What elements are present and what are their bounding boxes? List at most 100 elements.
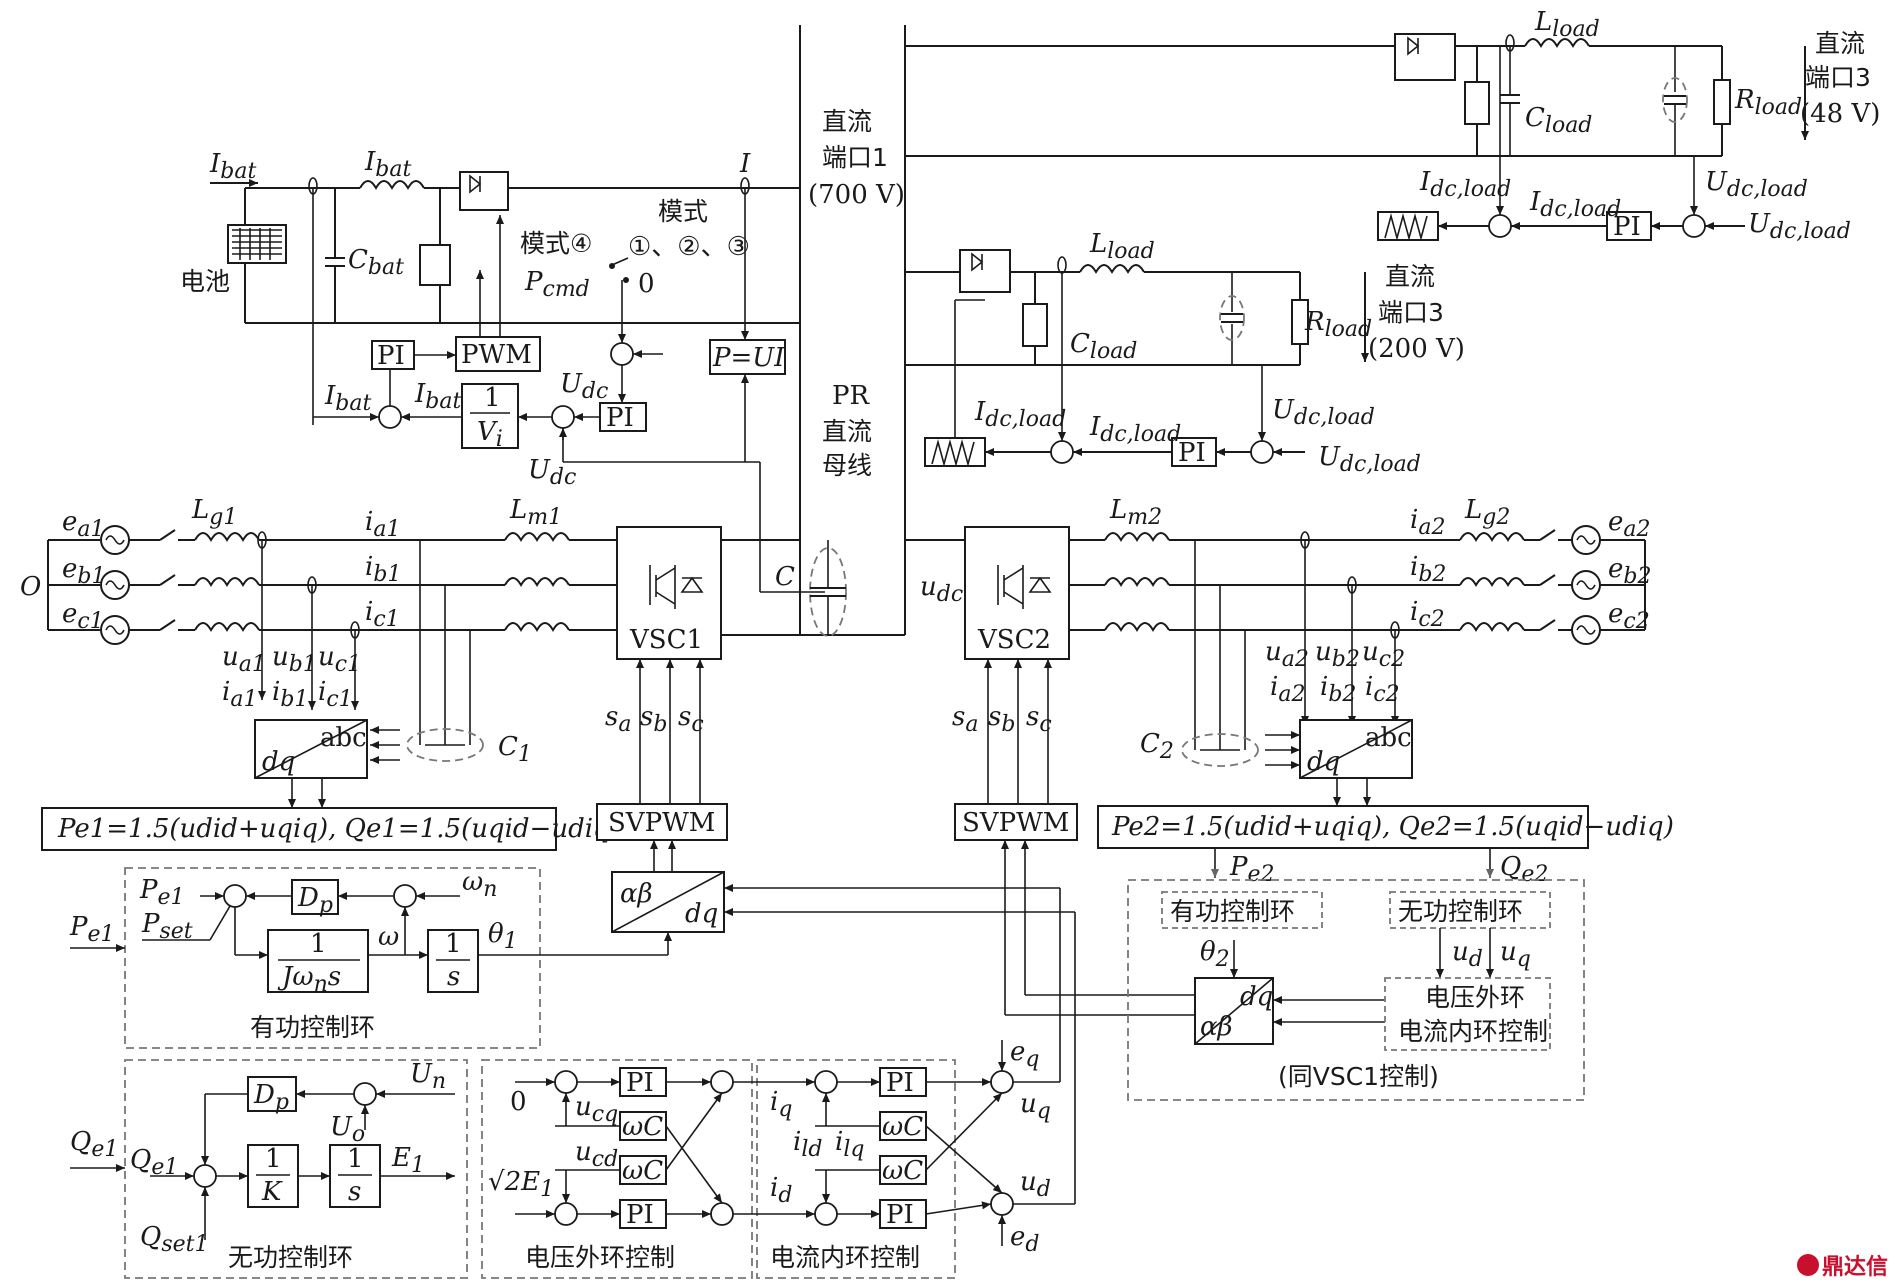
svg-text:Udc,load: Udc,load	[1318, 442, 1421, 477]
svg-text:αβ: αβ	[1200, 1012, 1233, 1042]
svg-text:ia2: ia2	[1410, 505, 1445, 540]
svg-text:Pset: Pset	[141, 909, 193, 944]
svg-text:PI: PI	[626, 1200, 654, 1230]
svg-text:无功控制环: 无功控制环	[1398, 897, 1523, 926]
svg-text:C1: C1	[498, 732, 532, 767]
output-summing: eq ed uq ud	[925, 1037, 1075, 1257]
svg-text:ic2: ic2	[1410, 597, 1445, 632]
svg-text:Qset1: Qset1	[140, 1222, 208, 1257]
load-200v-control: PI Idc,load Idc,load Udc,load Udc,load	[924, 299, 1421, 477]
svg-text:1: 1	[310, 929, 327, 959]
svg-text:有功控制环: 有功控制环	[1170, 897, 1295, 926]
svg-text:ub2: ub2	[1315, 637, 1360, 672]
svg-text:Lload: Lload	[1089, 229, 1155, 264]
svg-text:E1: E1	[391, 1143, 425, 1178]
svg-text:Vi: Vi	[477, 417, 503, 452]
port3-200-line1: 直流	[1385, 262, 1435, 291]
svg-text:ib2: ib2	[1320, 672, 1356, 707]
svg-text:Idc,load: Idc,load	[1419, 167, 1511, 202]
grid2-power-stage: VSC2 udc C2	[905, 525, 1646, 769]
battery-label: 电池	[180, 267, 230, 296]
svg-text:Cload: Cload	[1070, 329, 1137, 364]
svg-text:uq: uq	[1500, 937, 1531, 972]
svg-text:ωC: ωC	[882, 1156, 923, 1186]
svg-text:ed: ed	[1010, 1222, 1039, 1257]
svg-text:Qe2: Qe2	[1500, 852, 1548, 887]
dc-bus: 直流 端口1 (700 V) PR 直流 母线	[799, 25, 906, 635]
svg-text:无功控制环: 无功控制环	[228, 1243, 353, 1272]
svg-text:θ1: θ1	[488, 919, 518, 954]
vsc2-control-area: 有功控制环 无功控制环 ud uq 电压外环 电流内环控制 (同VSC1控制)	[1127, 879, 1585, 1101]
svg-text:Idc,load: Idc,load	[1089, 412, 1181, 447]
svg-text:①、②、③: ①、②、③	[628, 232, 750, 262]
port3-200-line3: (200 V)	[1368, 334, 1465, 364]
svg-text:P=UI: P=UI	[712, 343, 785, 373]
svg-text:ic2: ic2	[1365, 672, 1400, 707]
svg-text:Cload: Cload	[1525, 103, 1592, 138]
port1-line3: (700 V)	[808, 180, 905, 210]
svg-text:Lg2: Lg2	[1464, 495, 1510, 530]
svg-text:I: I	[739, 149, 751, 179]
svg-text:dq: dq	[685, 899, 718, 929]
svg-text:ib1: ib1	[272, 677, 308, 712]
svg-text:(同VSC1控制): (同VSC1控制)	[1278, 1062, 1439, 1091]
svg-text:uc2: uc2	[1362, 637, 1405, 672]
svg-text:PI: PI	[886, 1068, 914, 1098]
svg-text:Ibat: Ibat	[209, 149, 256, 184]
svg-text:电压外环: 电压外环	[1425, 983, 1525, 1012]
svg-text:sa: sa	[605, 702, 631, 737]
svg-text:ua1: ua1	[222, 642, 266, 677]
svg-text:PI: PI	[626, 1068, 654, 1098]
battery-converter: 电池 Ibat Ibat Cbat I	[180, 147, 800, 425]
svg-text:C: C	[775, 562, 795, 592]
svg-text:ia1: ia1	[365, 507, 400, 542]
svg-text:s: s	[348, 1177, 361, 1207]
svg-text:sb: sb	[640, 702, 667, 737]
svg-text:ild: ild	[793, 1127, 822, 1162]
svg-text:Pcmd: Pcmd	[524, 267, 590, 302]
svg-text:1: 1	[265, 1144, 282, 1174]
svg-text:id: id	[770, 1173, 792, 1208]
vsc1-gating: sa sb sc SVPWM αβ dq	[596, 659, 1076, 1204]
grid1-power-stage: O VSC1	[20, 525, 905, 767]
svg-text:ic1: ic1	[365, 597, 400, 632]
svg-text:ω: ω	[378, 922, 399, 952]
svg-text:Idc,load: Idc,load	[1529, 187, 1621, 222]
svg-text:eq: eq	[1010, 1037, 1039, 1072]
vsc1-block	[616, 526, 722, 660]
svg-text:ωC: ωC	[622, 1112, 663, 1142]
svg-text:ud: ud	[1452, 937, 1483, 972]
svg-text:sb: sb	[988, 702, 1015, 737]
svg-text:Idc,load: Idc,load	[974, 397, 1066, 432]
svg-text:Rload: Rload	[1304, 307, 1372, 342]
svg-text:Udc,load: Udc,load	[1748, 209, 1851, 244]
svg-text:ib1: ib1	[365, 552, 401, 587]
svg-text:eb1: eb1	[62, 554, 105, 589]
svg-text:电压外环控制: 电压外环控制	[525, 1243, 675, 1272]
svg-text:Qe1: Qe1	[70, 1127, 118, 1162]
svg-text:Udc,load: Udc,load	[1705, 167, 1808, 202]
active-power-loop: Pe1 Pset Pe1 Dp ωn 1 Jωns ω 1 s θ1 有功控制环	[69, 867, 672, 1049]
svg-text:电流内环控制: 电流内环控制	[1398, 1017, 1548, 1046]
svg-text:鼎达信: 鼎达信	[1822, 1254, 1888, 1280]
svg-text:模式: 模式	[658, 197, 708, 226]
current-inner-loop: PI ωC ωC PI iq id ild ilq 电流内环控制	[733, 1059, 956, 1279]
svg-text:ec2: ec2	[1608, 599, 1650, 634]
svg-text:Pe1=1.5(udid+uqiq), Qe1=1.5(uq: Pe1=1.5(udid+uqiq), Qe1=1.5(uqid−udiq)	[57, 814, 620, 844]
svg-text:Un: Un	[410, 1059, 446, 1094]
grid2-labels: Lm2 Lg2 ia2 ib2 ic2 ea2 eb2 ec2 ua2 ub2 …	[1109, 495, 1651, 707]
svg-text:SVPWM: SVPWM	[962, 808, 1069, 838]
svg-text:1: 1	[484, 383, 501, 413]
svg-text:uq: uq	[1020, 1089, 1051, 1124]
vsc2-gating: sa sb sc SVPWM dq αβ θ2	[952, 659, 1385, 1045]
svg-text:ib2: ib2	[1410, 552, 1446, 587]
svg-text:K: K	[261, 1177, 283, 1207]
svg-text:ωn: ωn	[462, 867, 497, 902]
svg-text:Udc,load: Udc,load	[1272, 395, 1375, 430]
svg-text:Ibat: Ibat	[324, 381, 371, 416]
svg-text:PI: PI	[1178, 438, 1206, 468]
svg-text:SVPWM: SVPWM	[608, 808, 715, 838]
port3-48-line2: 端口3	[1805, 63, 1871, 92]
svg-text:ucq: ucq	[575, 1092, 618, 1127]
